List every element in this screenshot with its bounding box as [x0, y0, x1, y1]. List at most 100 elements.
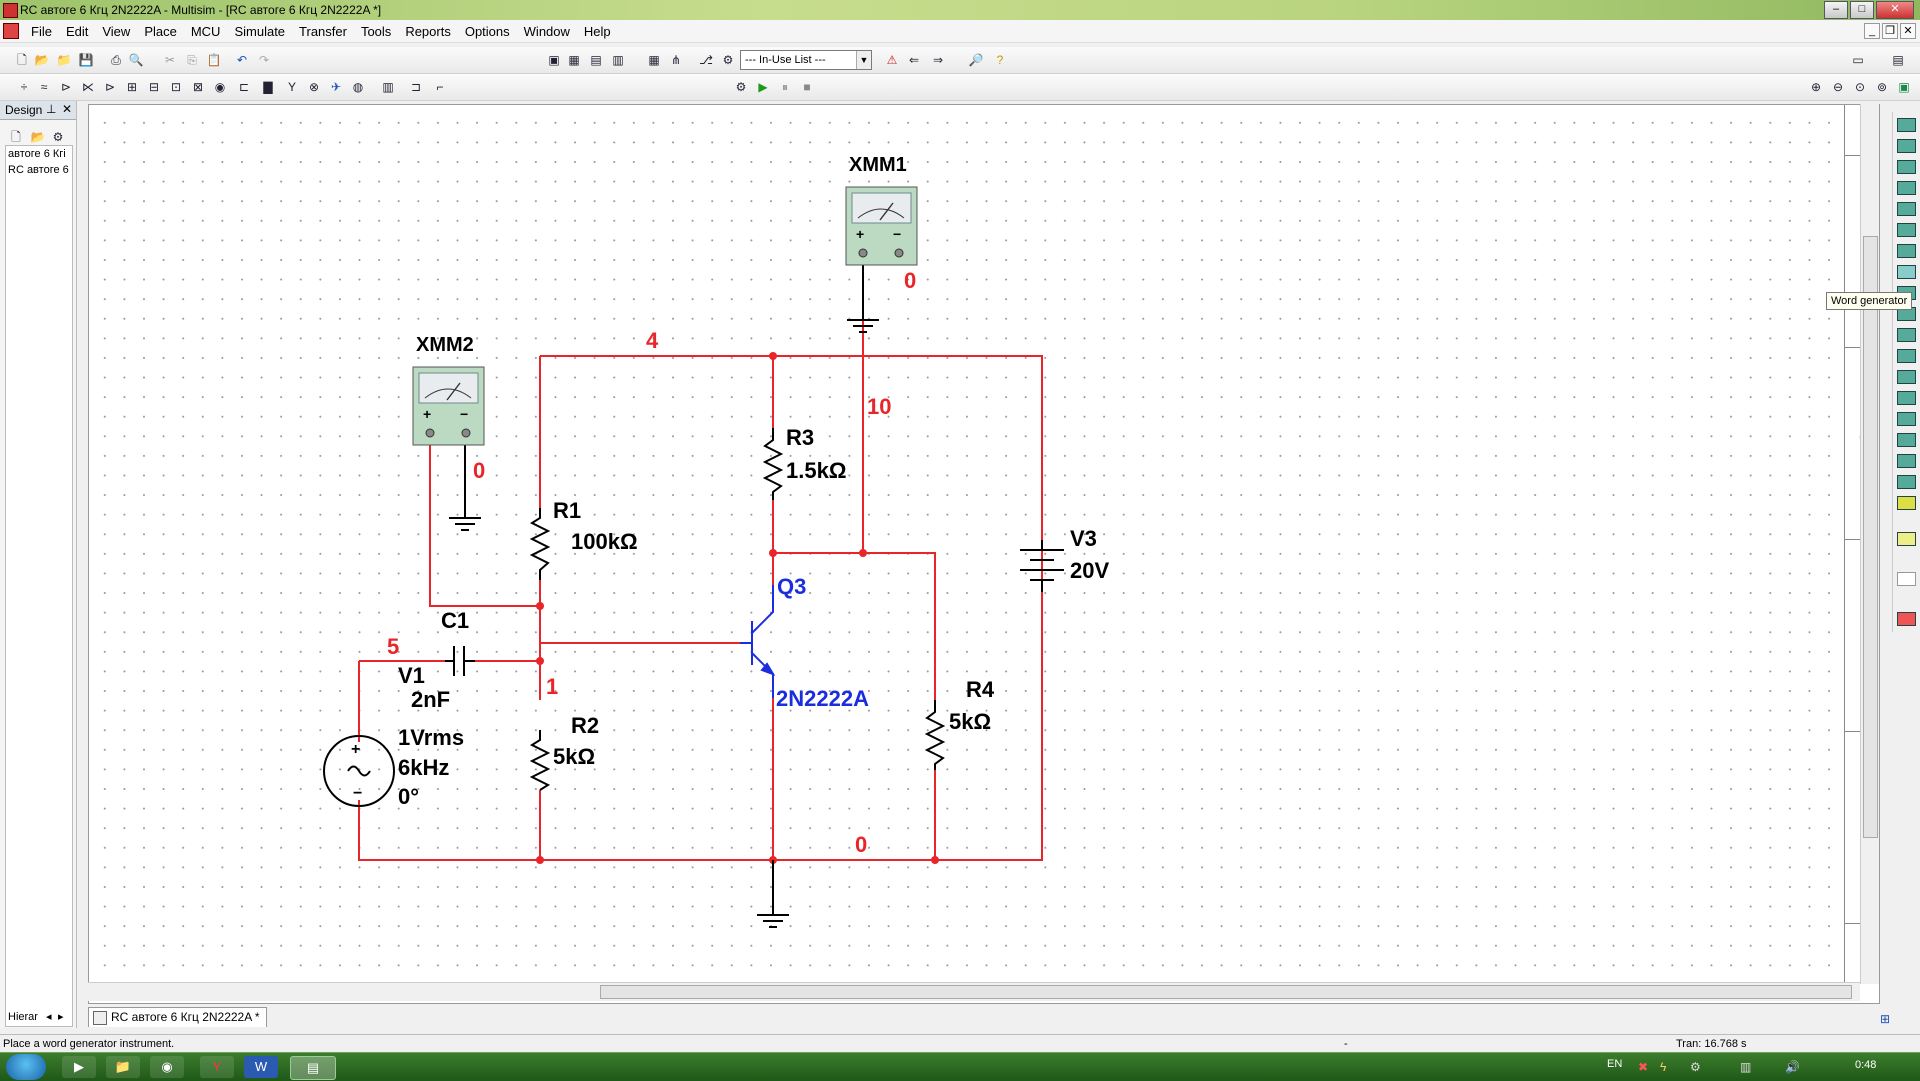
- probe-icon[interactable]: [1897, 612, 1916, 626]
- tree-item-sheet[interactable]: RC автоге 6: [8, 164, 69, 176]
- paste-icon[interactable]: 📋: [206, 53, 222, 67]
- menu-window[interactable]: Window: [523, 24, 570, 39]
- undo-icon[interactable]: ↶: [236, 53, 248, 67]
- close-button[interactable]: ✕: [1876, 1, 1914, 19]
- ttl-component-icon[interactable]: ⊞: [126, 80, 138, 94]
- word-generator-icon[interactable]: [1897, 265, 1916, 279]
- spreadsheet-toggle-icon[interactable]: ⊞: [1880, 1012, 1891, 1026]
- tray-icon[interactable]: ⚙: [1690, 1060, 1701, 1074]
- horizontal-scroll-thumb[interactable]: [600, 985, 1852, 999]
- advanced-peripherals-icon[interactable]: ◍: [352, 80, 364, 94]
- open-sample-icon[interactable]: 📁: [56, 53, 72, 67]
- volume-icon[interactable]: 🔊: [1785, 1060, 1800, 1074]
- in-use-list-dropdown[interactable]: --- In-Use List --- ▼: [740, 50, 872, 70]
- open-design-icon[interactable]: 📂: [30, 130, 46, 144]
- maximize-button[interactable]: □: [1850, 1, 1874, 19]
- forward-annotate-icon[interactable]: ⇒: [932, 53, 944, 67]
- menu-view[interactable]: View: [102, 24, 131, 39]
- antivirus-icon[interactable]: ✖: [1638, 1060, 1649, 1074]
- zoom-in-icon[interactable]: ⊕: [1810, 80, 1822, 94]
- tektronix-oscilloscope-icon[interactable]: [1897, 475, 1916, 489]
- agilent-oscilloscope-icon[interactable]: [1897, 454, 1916, 468]
- close-icon[interactable]: ✕: [62, 102, 73, 116]
- multisim-taskbar-icon[interactable]: ▤: [290, 1056, 336, 1080]
- menu-place[interactable]: Place: [144, 24, 177, 39]
- help-icon[interactable]: ?: [996, 53, 1004, 67]
- media-player-icon[interactable]: ▶: [62, 1056, 96, 1078]
- grapher-icon[interactable]: ▤: [590, 53, 602, 67]
- tab-next-icon[interactable]: ▸: [58, 1011, 64, 1023]
- cut-icon[interactable]: ✂: [164, 53, 176, 67]
- full-screen-view-icon[interactable]: ▣: [1898, 80, 1910, 94]
- source-component-icon[interactable]: ÷: [20, 80, 28, 94]
- tab-document[interactable]: RC автоге 6 Кгц 2N2222A *: [88, 1007, 267, 1027]
- stop-simulation-icon[interactable]: ■: [803, 80, 811, 94]
- mdi-restore-button[interactable]: ❐: [1882, 23, 1898, 39]
- new-design-icon[interactable]: 🗋: [11, 130, 21, 144]
- transistor-component-icon[interactable]: ⋉: [82, 80, 94, 94]
- wattmeter-icon[interactable]: [1897, 160, 1916, 174]
- agilent-generator-icon[interactable]: [1897, 412, 1916, 426]
- menu-reports[interactable]: Reports: [405, 24, 451, 39]
- bus-icon[interactable]: ⊐: [410, 80, 422, 94]
- tree-item-design[interactable]: автоге 6 Кгі: [8, 148, 66, 160]
- new-file-icon[interactable]: 🗋: [17, 53, 27, 67]
- zoom-fit-icon[interactable]: ⊚: [1876, 80, 1888, 94]
- measurement-probe-icon[interactable]: [1897, 532, 1916, 546]
- horizontal-scrollbar[interactable]: [88, 982, 1860, 1001]
- four-channel-oscilloscope-icon[interactable]: [1897, 202, 1916, 216]
- analog-component-icon[interactable]: ⊳: [104, 80, 116, 94]
- redo-icon[interactable]: ↷: [258, 53, 270, 67]
- vertical-scrollbar[interactable]: [1860, 104, 1879, 984]
- print-icon[interactable]: ⎙: [111, 53, 121, 67]
- mixed-component-icon[interactable]: ⊠: [192, 80, 204, 94]
- menu-simulate[interactable]: Simulate: [234, 24, 286, 39]
- pin-icon[interactable]: ⊥: [46, 102, 57, 116]
- clock[interactable]: 0:48: [1855, 1059, 1877, 1071]
- function-generator-icon[interactable]: [1897, 139, 1916, 153]
- menu-help[interactable]: Help: [583, 24, 611, 39]
- schematic-canvas[interactable]: B C D E: [88, 104, 1880, 1004]
- indicator-component-icon[interactable]: ◉: [214, 80, 226, 94]
- current-probe-icon[interactable]: [1897, 572, 1916, 586]
- cmos-component-icon[interactable]: ⊟: [148, 80, 160, 94]
- interactive-simulation-icon[interactable]: ⚙: [735, 80, 747, 94]
- find-examples-icon[interactable]: 🔎: [968, 53, 984, 67]
- copy-icon[interactable]: ⎘: [187, 53, 197, 67]
- iv-analyzer-icon[interactable]: [1897, 328, 1916, 342]
- save-icon[interactable]: 💾: [78, 53, 94, 67]
- open-file-icon[interactable]: 📂: [34, 53, 50, 67]
- electromechanical-icon[interactable]: ⊗: [308, 80, 320, 94]
- design-settings-icon[interactable]: ⚙: [52, 130, 64, 144]
- minimize-button[interactable]: ‒: [1824, 1, 1848, 19]
- database-manager-icon[interactable]: ▦: [648, 53, 660, 67]
- pause-simulation-icon[interactable]: ⏸: [781, 80, 788, 94]
- word-icon[interactable]: W: [244, 1056, 278, 1078]
- toolbar-options-icon[interactable]: ▤: [1892, 53, 1904, 67]
- menu-options[interactable]: Options: [464, 24, 510, 39]
- multisim-app-icon[interactable]: [3, 3, 18, 18]
- place-component-icon[interactable]: ⚙: [722, 53, 734, 67]
- hierarchical-block-icon[interactable]: ▥: [382, 80, 394, 94]
- basic-component-icon[interactable]: ≈: [40, 80, 48, 94]
- menu-file[interactable]: File: [31, 24, 52, 39]
- mcu-component-icon[interactable]: ✈: [330, 80, 342, 94]
- vertical-scroll-thumb[interactable]: [1863, 236, 1878, 838]
- language-indicator[interactable]: EN: [1607, 1058, 1623, 1070]
- chrome-icon[interactable]: ◉: [150, 1056, 184, 1078]
- chevron-down-icon[interactable]: ▼: [856, 51, 871, 69]
- bode-plotter-icon[interactable]: [1897, 223, 1916, 237]
- multimeter-icon[interactable]: [1897, 118, 1916, 132]
- distortion-analyzer-icon[interactable]: [1897, 349, 1916, 363]
- oscilloscope-icon[interactable]: [1897, 181, 1916, 195]
- erc-icon[interactable]: ⚠: [886, 53, 898, 67]
- menu-mcu[interactable]: MCU: [190, 24, 221, 39]
- menu-tools[interactable]: Tools: [360, 24, 392, 39]
- zoom-area-icon[interactable]: ⊙: [1854, 80, 1866, 94]
- spreadsheet-view-icon[interactable]: ▦: [568, 53, 580, 67]
- back-annotate-icon[interactable]: ⇐: [908, 53, 920, 67]
- network-analyzer-icon[interactable]: [1897, 391, 1916, 405]
- agilent-multimeter-icon[interactable]: [1897, 433, 1916, 447]
- yandex-browser-icon[interactable]: Y: [200, 1056, 234, 1078]
- breadboard-icon[interactable]: ⎇: [699, 53, 713, 67]
